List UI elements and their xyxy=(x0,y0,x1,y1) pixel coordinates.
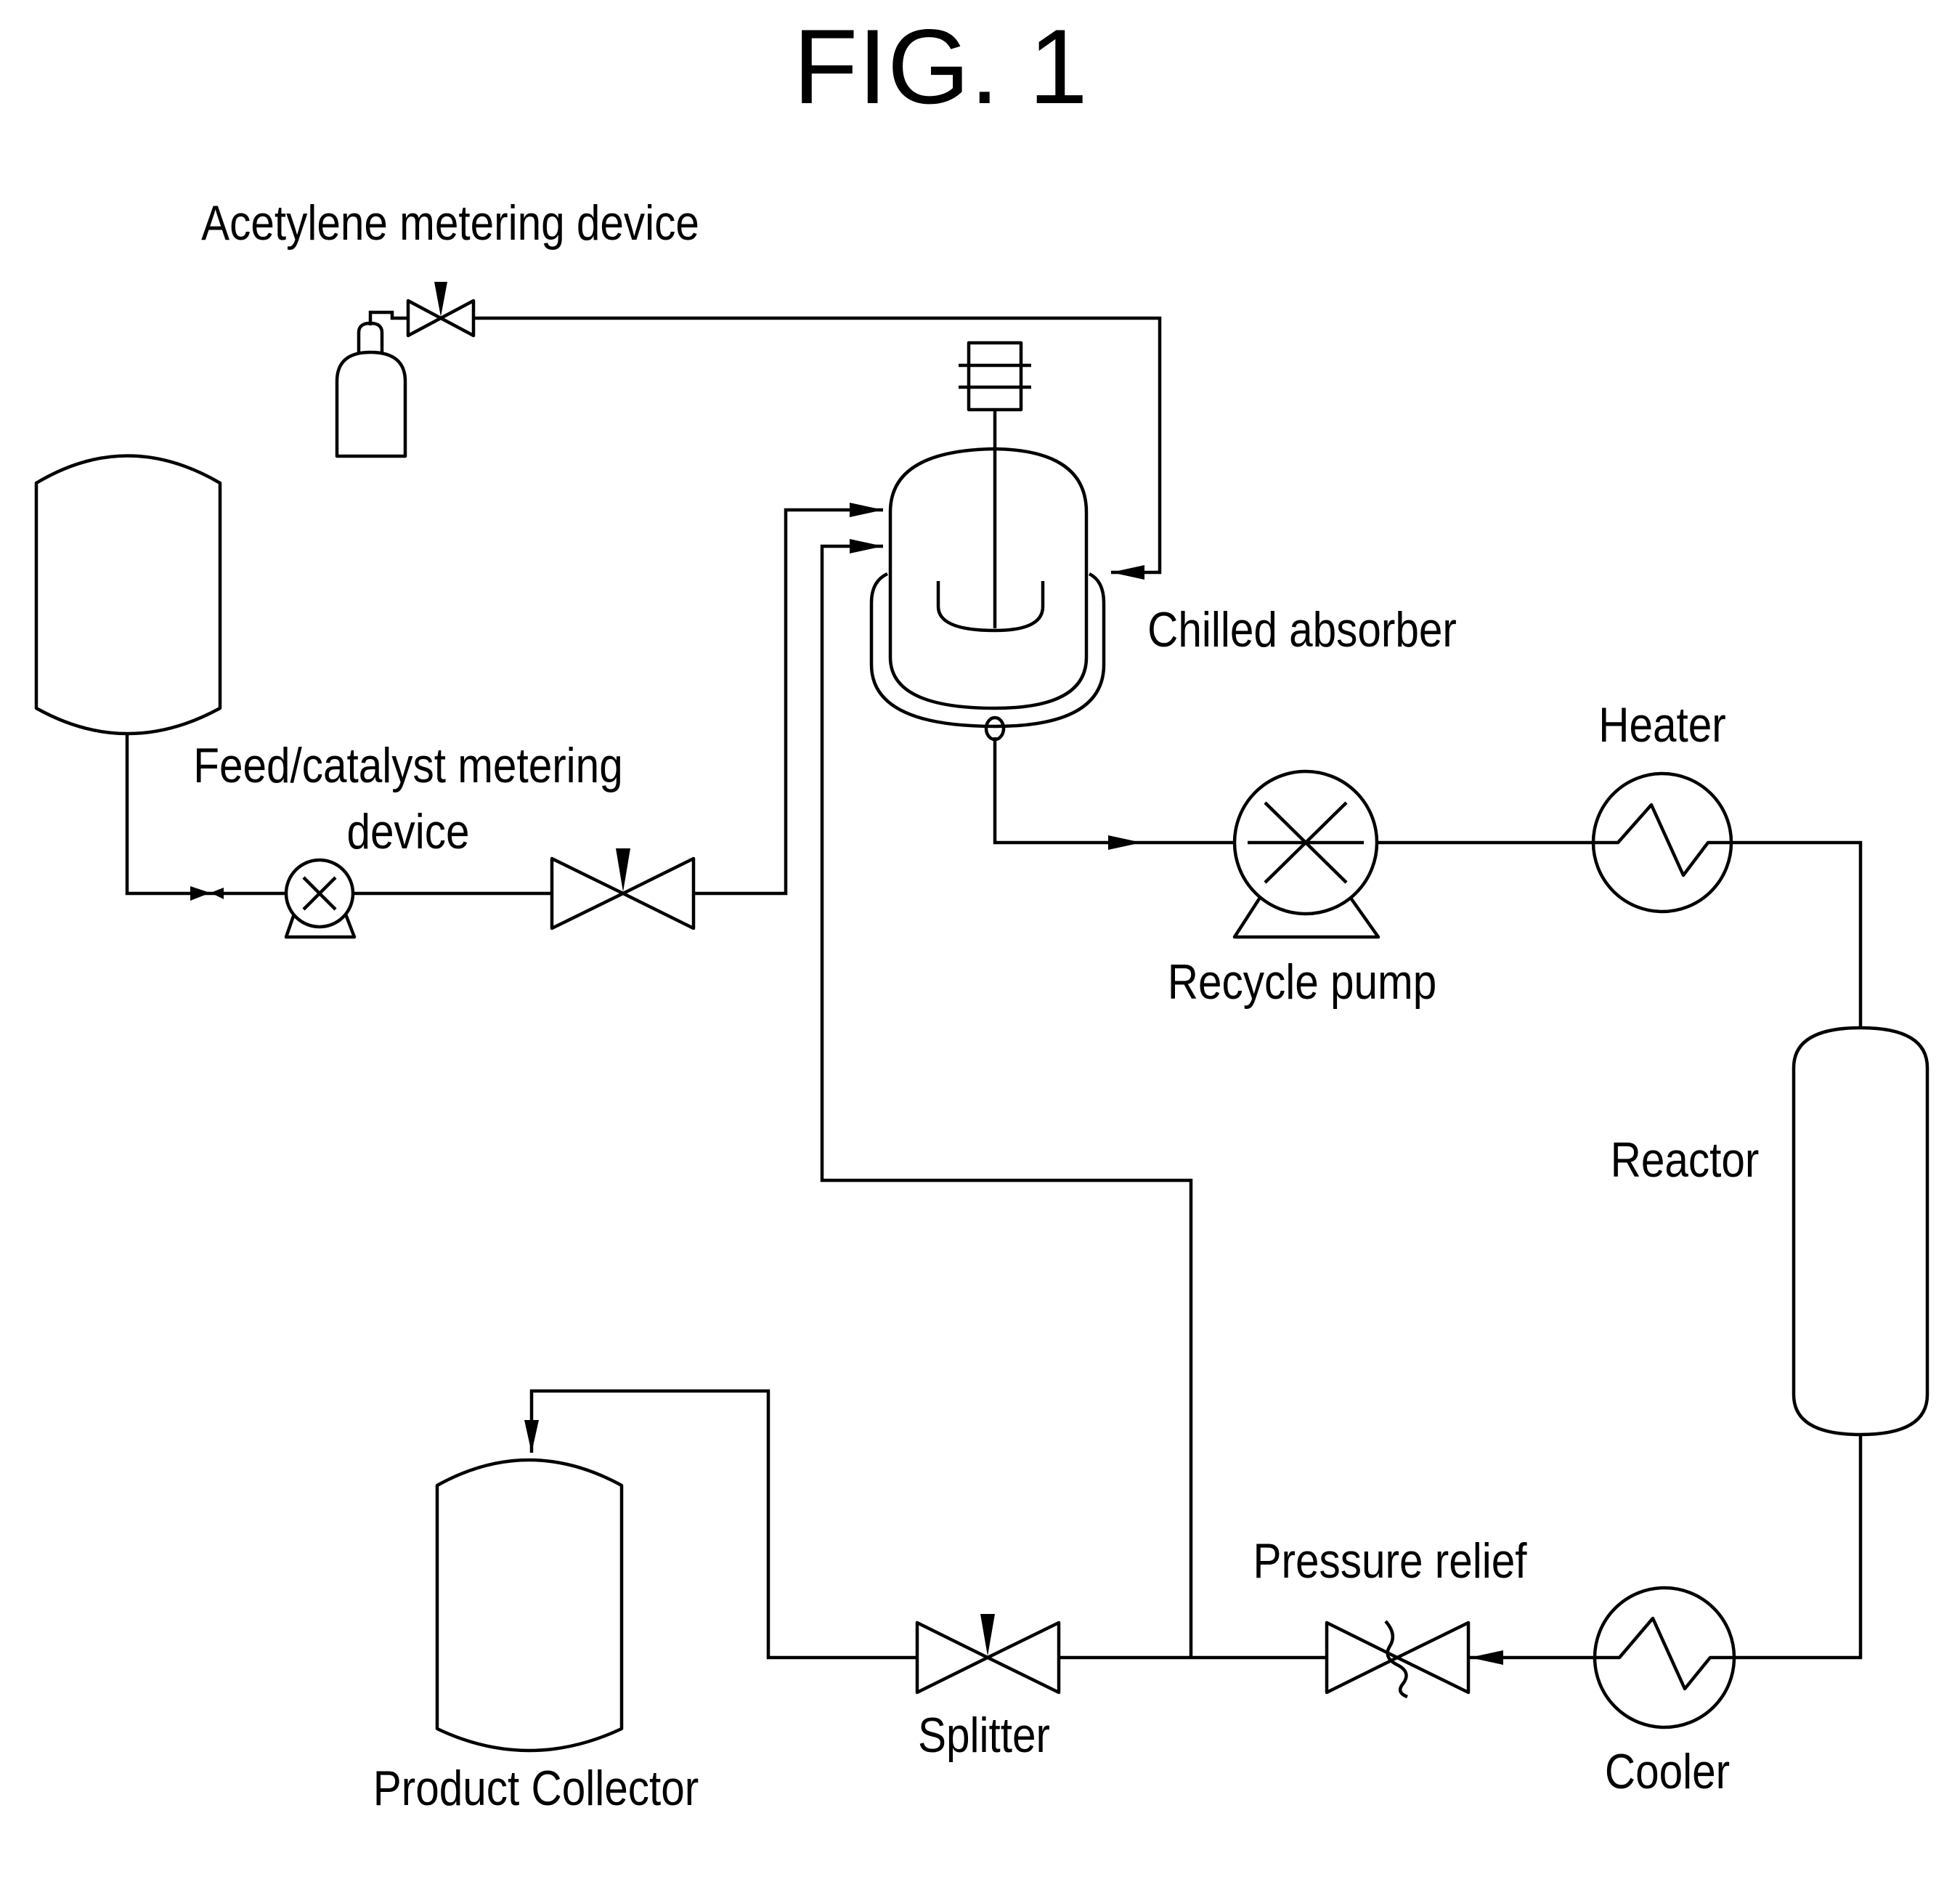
splitter-valve xyxy=(917,1614,1059,1692)
agitator-paddle xyxy=(938,581,1043,630)
absorber-vessel xyxy=(890,449,1086,708)
label-heater: Heater xyxy=(1598,698,1725,753)
label-acetylene-metering: Acetylene metering device xyxy=(201,196,699,251)
product-collector xyxy=(437,1460,622,1751)
absorber-jacket xyxy=(871,574,1104,726)
arrow-into-absorber-lower xyxy=(850,539,883,553)
heater-coil xyxy=(1593,805,1731,875)
acetylene-metering-valve xyxy=(408,282,473,336)
acetylene-cylinder xyxy=(337,323,405,456)
valve-right-triangle xyxy=(1397,1623,1468,1692)
label-cooler: Cooler xyxy=(1605,1745,1730,1799)
feed-tank xyxy=(36,456,220,734)
reactor xyxy=(1794,1028,1927,1435)
valve-right-triangle xyxy=(441,301,473,336)
label-recycle-pump: Recycle pump xyxy=(1168,955,1436,1010)
arrow-into-collector xyxy=(524,1420,539,1453)
label-feed-catalyst-line2: device xyxy=(346,805,469,859)
absorber-outlet-pipe xyxy=(995,737,1235,843)
label-chilled-absorber: Chilled absorber xyxy=(1147,603,1457,657)
pressure-relief-valve xyxy=(1327,1621,1468,1697)
valve-left-triangle xyxy=(552,859,623,928)
arrow-into-absorber-jacket xyxy=(1111,565,1144,580)
acetylene-pipe xyxy=(473,318,1160,572)
chilled-absorber xyxy=(871,343,1104,739)
valve-right-triangle xyxy=(623,859,694,928)
recycle-return-pipe xyxy=(822,546,1191,1658)
figure-title: FIG. 1 xyxy=(793,7,1088,126)
absorber-outlet-nozzle xyxy=(986,718,1004,739)
valve-left-triangle xyxy=(1327,1623,1397,1692)
labels: Acetylene metering device Chilled absorb… xyxy=(193,196,1759,1816)
label-splitter: Splitter xyxy=(918,1708,1050,1763)
cylinder-body xyxy=(337,352,405,456)
heater xyxy=(1593,774,1731,912)
feed-metering-pump xyxy=(286,860,354,937)
feed-pipe-to-absorber xyxy=(694,510,883,893)
flow-arrows xyxy=(190,503,1503,1665)
agitator-motor xyxy=(969,343,1021,410)
valve-left-triangle xyxy=(408,301,441,336)
cylinder-cap xyxy=(359,323,382,354)
cooler xyxy=(1595,1588,1734,1727)
recycle-pump xyxy=(1235,771,1378,937)
reactor-to-cooler-pipe xyxy=(1734,1435,1861,1658)
valve-actuator xyxy=(980,1614,995,1656)
arrow-feed-to-pump xyxy=(190,886,224,901)
arrow-cooler-to-relief xyxy=(1470,1650,1503,1665)
valve-right-triangle xyxy=(988,1623,1059,1692)
cooler-coil xyxy=(1595,1618,1734,1689)
valve-actuator xyxy=(434,282,447,317)
label-reactor: Reactor xyxy=(1611,1133,1760,1188)
valve-actuator xyxy=(616,848,630,892)
label-feed-catalyst-line1: Feed/catalyst metering xyxy=(193,739,622,793)
feed-metering-valve xyxy=(552,848,694,928)
arrow-absorber-to-pump xyxy=(1108,835,1142,850)
heater-to-reactor-pipe xyxy=(1731,843,1861,1028)
splitter-to-collector-pipe xyxy=(532,1391,917,1658)
label-product-collector: Product Collector xyxy=(373,1761,699,1816)
label-pressure-relief: Pressure relief xyxy=(1253,1534,1527,1589)
arrow-into-absorber-upper xyxy=(850,503,883,517)
valve-left-triangle xyxy=(917,1623,988,1692)
